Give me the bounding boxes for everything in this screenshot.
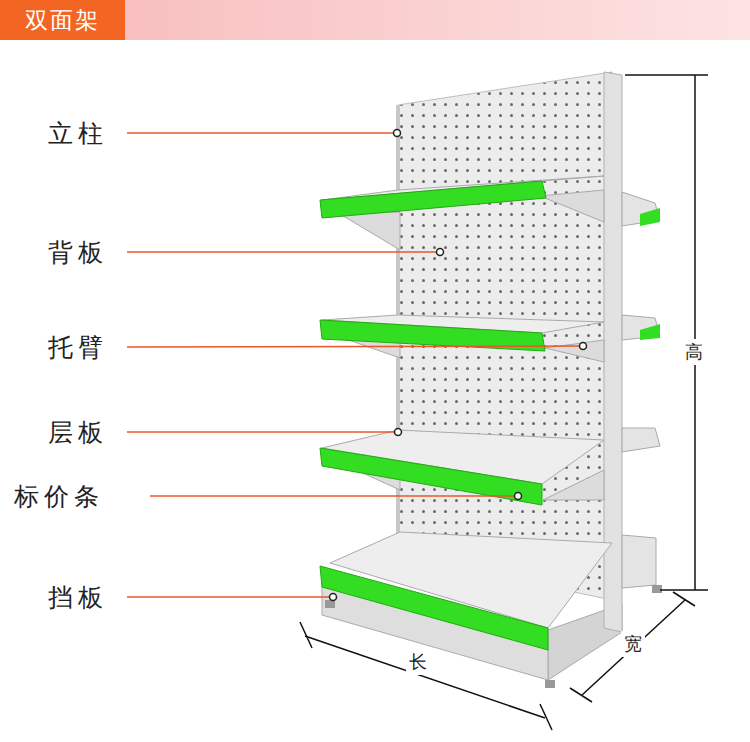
dimension-lines — [300, 75, 708, 730]
base-shelf — [320, 532, 662, 688]
shelf-2 — [320, 315, 604, 362]
part-label: 立柱 — [48, 117, 108, 150]
title-box — [0, 0, 125, 40]
page-title: 双面架 — [25, 5, 100, 36]
part-label: 标价条 — [14, 480, 104, 513]
shelf-1 — [320, 176, 604, 250]
dimension-label: 高 — [682, 339, 706, 365]
leader-lines — [127, 133, 579, 597]
part-label: 背板 — [48, 236, 108, 269]
shelf-3 — [320, 430, 604, 505]
part-label: 托臂 — [48, 331, 108, 364]
banner-bar — [0, 0, 750, 40]
dimension-label: 宽 — [621, 631, 645, 657]
rear-shelves — [622, 192, 660, 588]
part-label: 层板 — [48, 416, 108, 449]
dimension-label: 长 — [406, 649, 430, 675]
part-label: 挡板 — [48, 581, 108, 614]
leader-dots — [330, 130, 587, 601]
